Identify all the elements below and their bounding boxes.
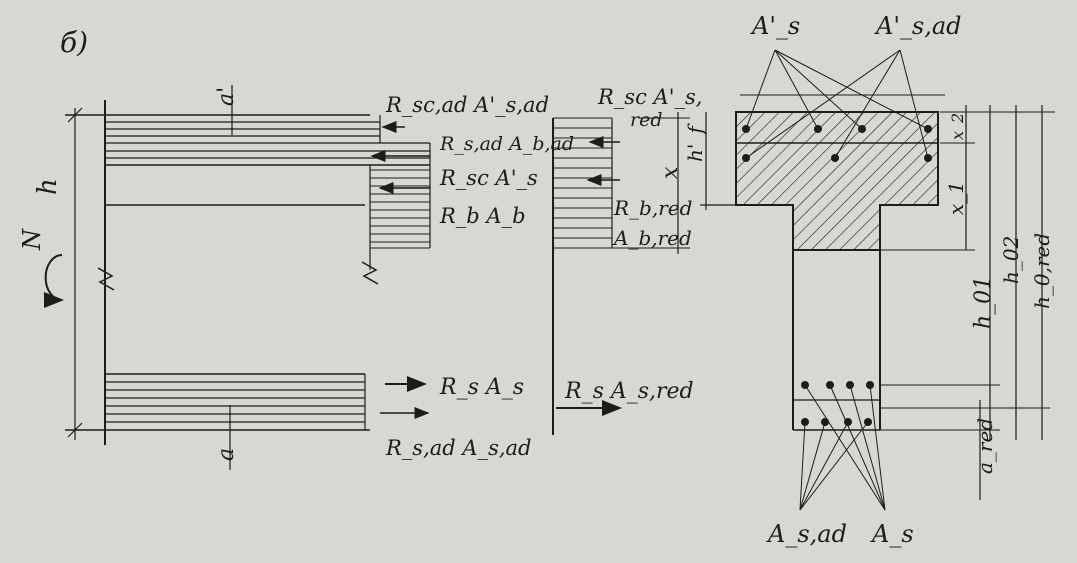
- right-section: A'_s A'_s,ad h'_f x_2 x_1 h_01 h_02 h_0,…: [683, 12, 1055, 548]
- force-s-label: R_s A_s: [439, 375, 524, 400]
- dim-h0red-label: h_0,red: [1030, 233, 1054, 309]
- dim-x2-label: x_2: [948, 113, 967, 140]
- force-s-ad-label: R_s,ad A_b,ad: [439, 133, 574, 155]
- moment-label: N: [18, 228, 46, 251]
- top-stress-block: [105, 115, 431, 270]
- dim-h01-label: h_01: [971, 276, 996, 329]
- dim-a-red-label: a_red: [973, 418, 997, 474]
- dim-h02-label: h_02: [999, 236, 1023, 284]
- force-sc-red-sub: red: [630, 109, 663, 131]
- label-As: A_s: [870, 520, 914, 548]
- left-section: h N: [18, 85, 574, 470]
- force-b-label: R_b A_b: [439, 204, 526, 228]
- area-b-red-label: A_b,red: [612, 226, 692, 250]
- middle-stress-block: [553, 117, 613, 249]
- break-mark-right: [361, 261, 379, 285]
- figure-label: б): [60, 26, 88, 59]
- bottom-stress-block: [105, 373, 366, 430]
- force-b-red-label: R_b,red: [613, 196, 692, 220]
- dim-x1-label: x_1: [944, 181, 968, 215]
- dim-h-label: h: [33, 178, 63, 195]
- label-As-ad-prime: A'_s,ad: [874, 12, 962, 40]
- label-As-prime: A'_s: [750, 12, 800, 40]
- force-s-red-label: R_s A_s,red: [564, 379, 694, 404]
- break-mark-left: [97, 267, 115, 291]
- force-sc-ad-label: R_sc,ad A'_s,ad: [385, 93, 549, 117]
- force-s-ad-bottom-label: R_s,ad A_s,ad: [385, 436, 531, 460]
- t-section-flange: [735, 111, 939, 251]
- dim-hf-label: h'_f: [683, 123, 707, 162]
- middle-section: x R_sc A'_s, red R_b,red A_b,red R_s A_s…: [552, 85, 702, 435]
- label-As-ad: A_s,ad: [766, 520, 847, 548]
- dim-x-label: x: [658, 166, 683, 179]
- force-sc-red-label: R_sc A'_s,: [597, 85, 702, 109]
- dim-a-bottom-label: a: [214, 448, 239, 461]
- force-sc-label: R_sc A'_s: [439, 166, 538, 190]
- moment-arrow: [43, 254, 64, 308]
- dim-a-top-label: a': [214, 87, 239, 106]
